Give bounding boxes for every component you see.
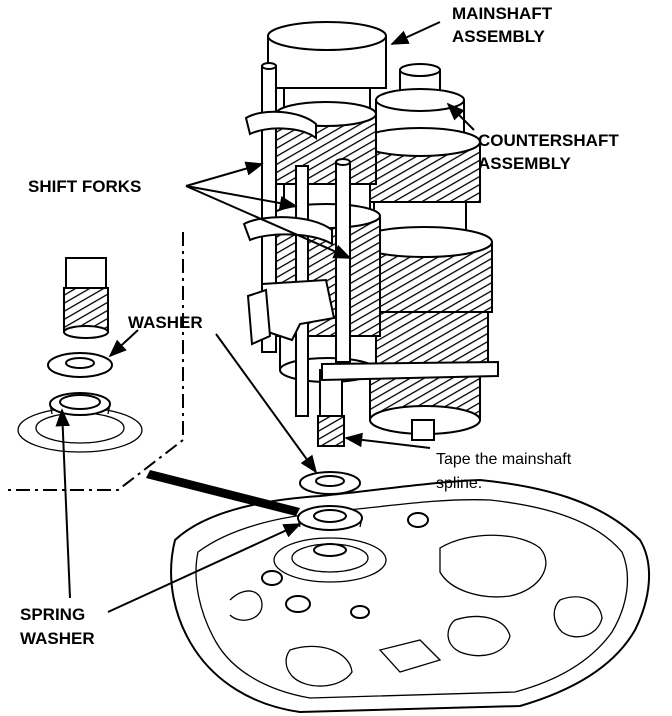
label-spring-washer-line1: SPRING <box>20 605 85 624</box>
transmission-case <box>170 478 651 714</box>
inset-washer <box>47 352 113 378</box>
shift-forks <box>242 62 499 417</box>
arrow-shift-fork-2 <box>185 185 298 211</box>
shift-rod-3 <box>335 161 351 363</box>
label-spring-washer-line2: WASHER <box>20 629 95 648</box>
arrow-shift-fork-3 <box>185 185 352 259</box>
arrow-tape-spline <box>344 432 431 449</box>
shift-fork-upper <box>244 110 317 140</box>
spring-washer <box>297 505 363 531</box>
label-shift-forks: SHIFT FORKS <box>28 177 141 196</box>
inset-leader-wedge <box>146 470 300 516</box>
washer-upper <box>299 471 361 495</box>
case-bore-mainshaft <box>273 537 387 583</box>
arrow-inset-washer <box>108 329 139 358</box>
inset-boundary-line <box>8 232 184 491</box>
label-countershaft-line2: ASSEMBLY <box>478 154 572 173</box>
inset-mainshaft-end <box>63 257 109 339</box>
arrow-shift-fork-1 <box>185 161 264 187</box>
arrow-mainshaft <box>390 21 441 45</box>
label-tape-line1: Tape the mainshaft <box>436 451 572 468</box>
callout-lines <box>55 21 475 613</box>
label-mainshaft-line1: MAINSHAFT <box>452 4 553 23</box>
shift-fork-plate <box>321 360 499 382</box>
label-washer: WASHER <box>128 313 203 332</box>
arrow-spring-washer-inset <box>55 408 71 599</box>
arrow-spring-washer <box>107 523 302 613</box>
label-countershaft-line1: COUNTERSHAFT <box>478 131 619 150</box>
inset-spring-washer <box>17 392 143 453</box>
mainshaft-spline <box>317 415 345 447</box>
label-tape-line2: spline. <box>436 475 482 492</box>
arrow-countershaft <box>446 102 475 131</box>
label-mainshaft-line2: ASSEMBLY <box>452 27 546 46</box>
arrow-washer <box>215 333 318 474</box>
inset-detail <box>8 232 300 516</box>
